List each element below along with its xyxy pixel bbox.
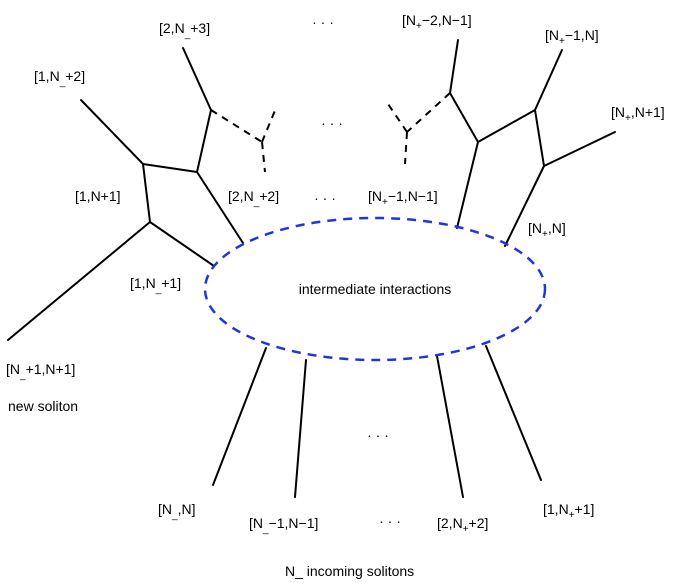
label-1-nminus2: [1,N_+2] — [34, 68, 85, 88]
label-nminus-n: [N_,N] — [158, 501, 195, 521]
right-web — [449, 39, 616, 247]
edge-right-a — [449, 92, 479, 143]
edge-right-b — [477, 109, 536, 143]
edge-top-nplus-minus2 — [449, 39, 459, 94]
label-1-nminus1: [1,N_+1] — [130, 275, 181, 295]
edge-1-nminus1 — [149, 221, 215, 267]
label-nplus-minus1-nminus1: [N+−1,N−1] — [368, 188, 438, 208]
label-nplus-n: [N+,N] — [528, 220, 566, 240]
edge-new-soliton — [7, 221, 151, 341]
incoming-1-nplus1 — [485, 345, 542, 481]
label-nplus-minus1-n: [N+−1,N] — [545, 27, 599, 47]
edge-upper-mid — [196, 109, 212, 173]
incoming-2-nplus2 — [436, 355, 464, 498]
label-1-nplus1: [1,N++1] — [543, 501, 594, 521]
label-1-n1: [1,N+1] — [75, 188, 121, 204]
label-2-nplus2: [2,N++2] — [437, 515, 488, 535]
incoming-nminus-minus1 — [294, 359, 307, 498]
label-nminus1-n1: [N_+1,N+1] — [6, 361, 75, 381]
edge-top-2-nminus3 — [182, 47, 212, 111]
label-nplus-minus2-n-minus1: [N+−2,N−1] — [402, 12, 472, 32]
edge-1-n1 — [142, 163, 151, 223]
incoming-lines — [212, 345, 542, 498]
label-nminus-minus1-nminus1: [N_−1,N−1] — [249, 515, 318, 535]
ellipsis-upper: · · · — [321, 115, 343, 131]
edge-top-nplus-minus1 — [534, 49, 563, 111]
right-dashed-vertex — [387, 92, 451, 165]
ellipsis-mid: · · · — [314, 190, 336, 206]
label-nplus-n1: [N+,N+1] — [611, 104, 665, 124]
ellipsis-bottom: · · · — [367, 427, 389, 443]
edge-nplus-minus1-nminus1 — [456, 141, 479, 229]
label-2-nminus3: [2,N_+3] — [159, 20, 210, 40]
center-label: intermediate interactions — [299, 281, 452, 297]
left-dashed-vertex — [210, 107, 277, 173]
edge-left-1-nminus2 — [80, 99, 144, 165]
edge-nplus-n — [504, 165, 545, 247]
edge-upper-horizontal — [142, 163, 198, 173]
incoming-nminus-n — [212, 347, 267, 486]
ellipsis-labels: · · · — [379, 513, 401, 529]
left-web — [7, 47, 244, 341]
caption-incoming-solitons: N_ incoming solitons — [285, 563, 414, 579]
ellipsis-top: · · · — [312, 14, 334, 30]
label-2-nminus2: [2,N_+2] — [228, 188, 279, 208]
edge-right-nplus-n1 — [543, 131, 616, 167]
edge-2-nminus2 — [196, 171, 244, 244]
edge-right-c — [534, 109, 545, 167]
caption-new-soliton: new soliton — [8, 398, 78, 414]
intermediate-interactions-ellipse — [203, 216, 547, 362]
